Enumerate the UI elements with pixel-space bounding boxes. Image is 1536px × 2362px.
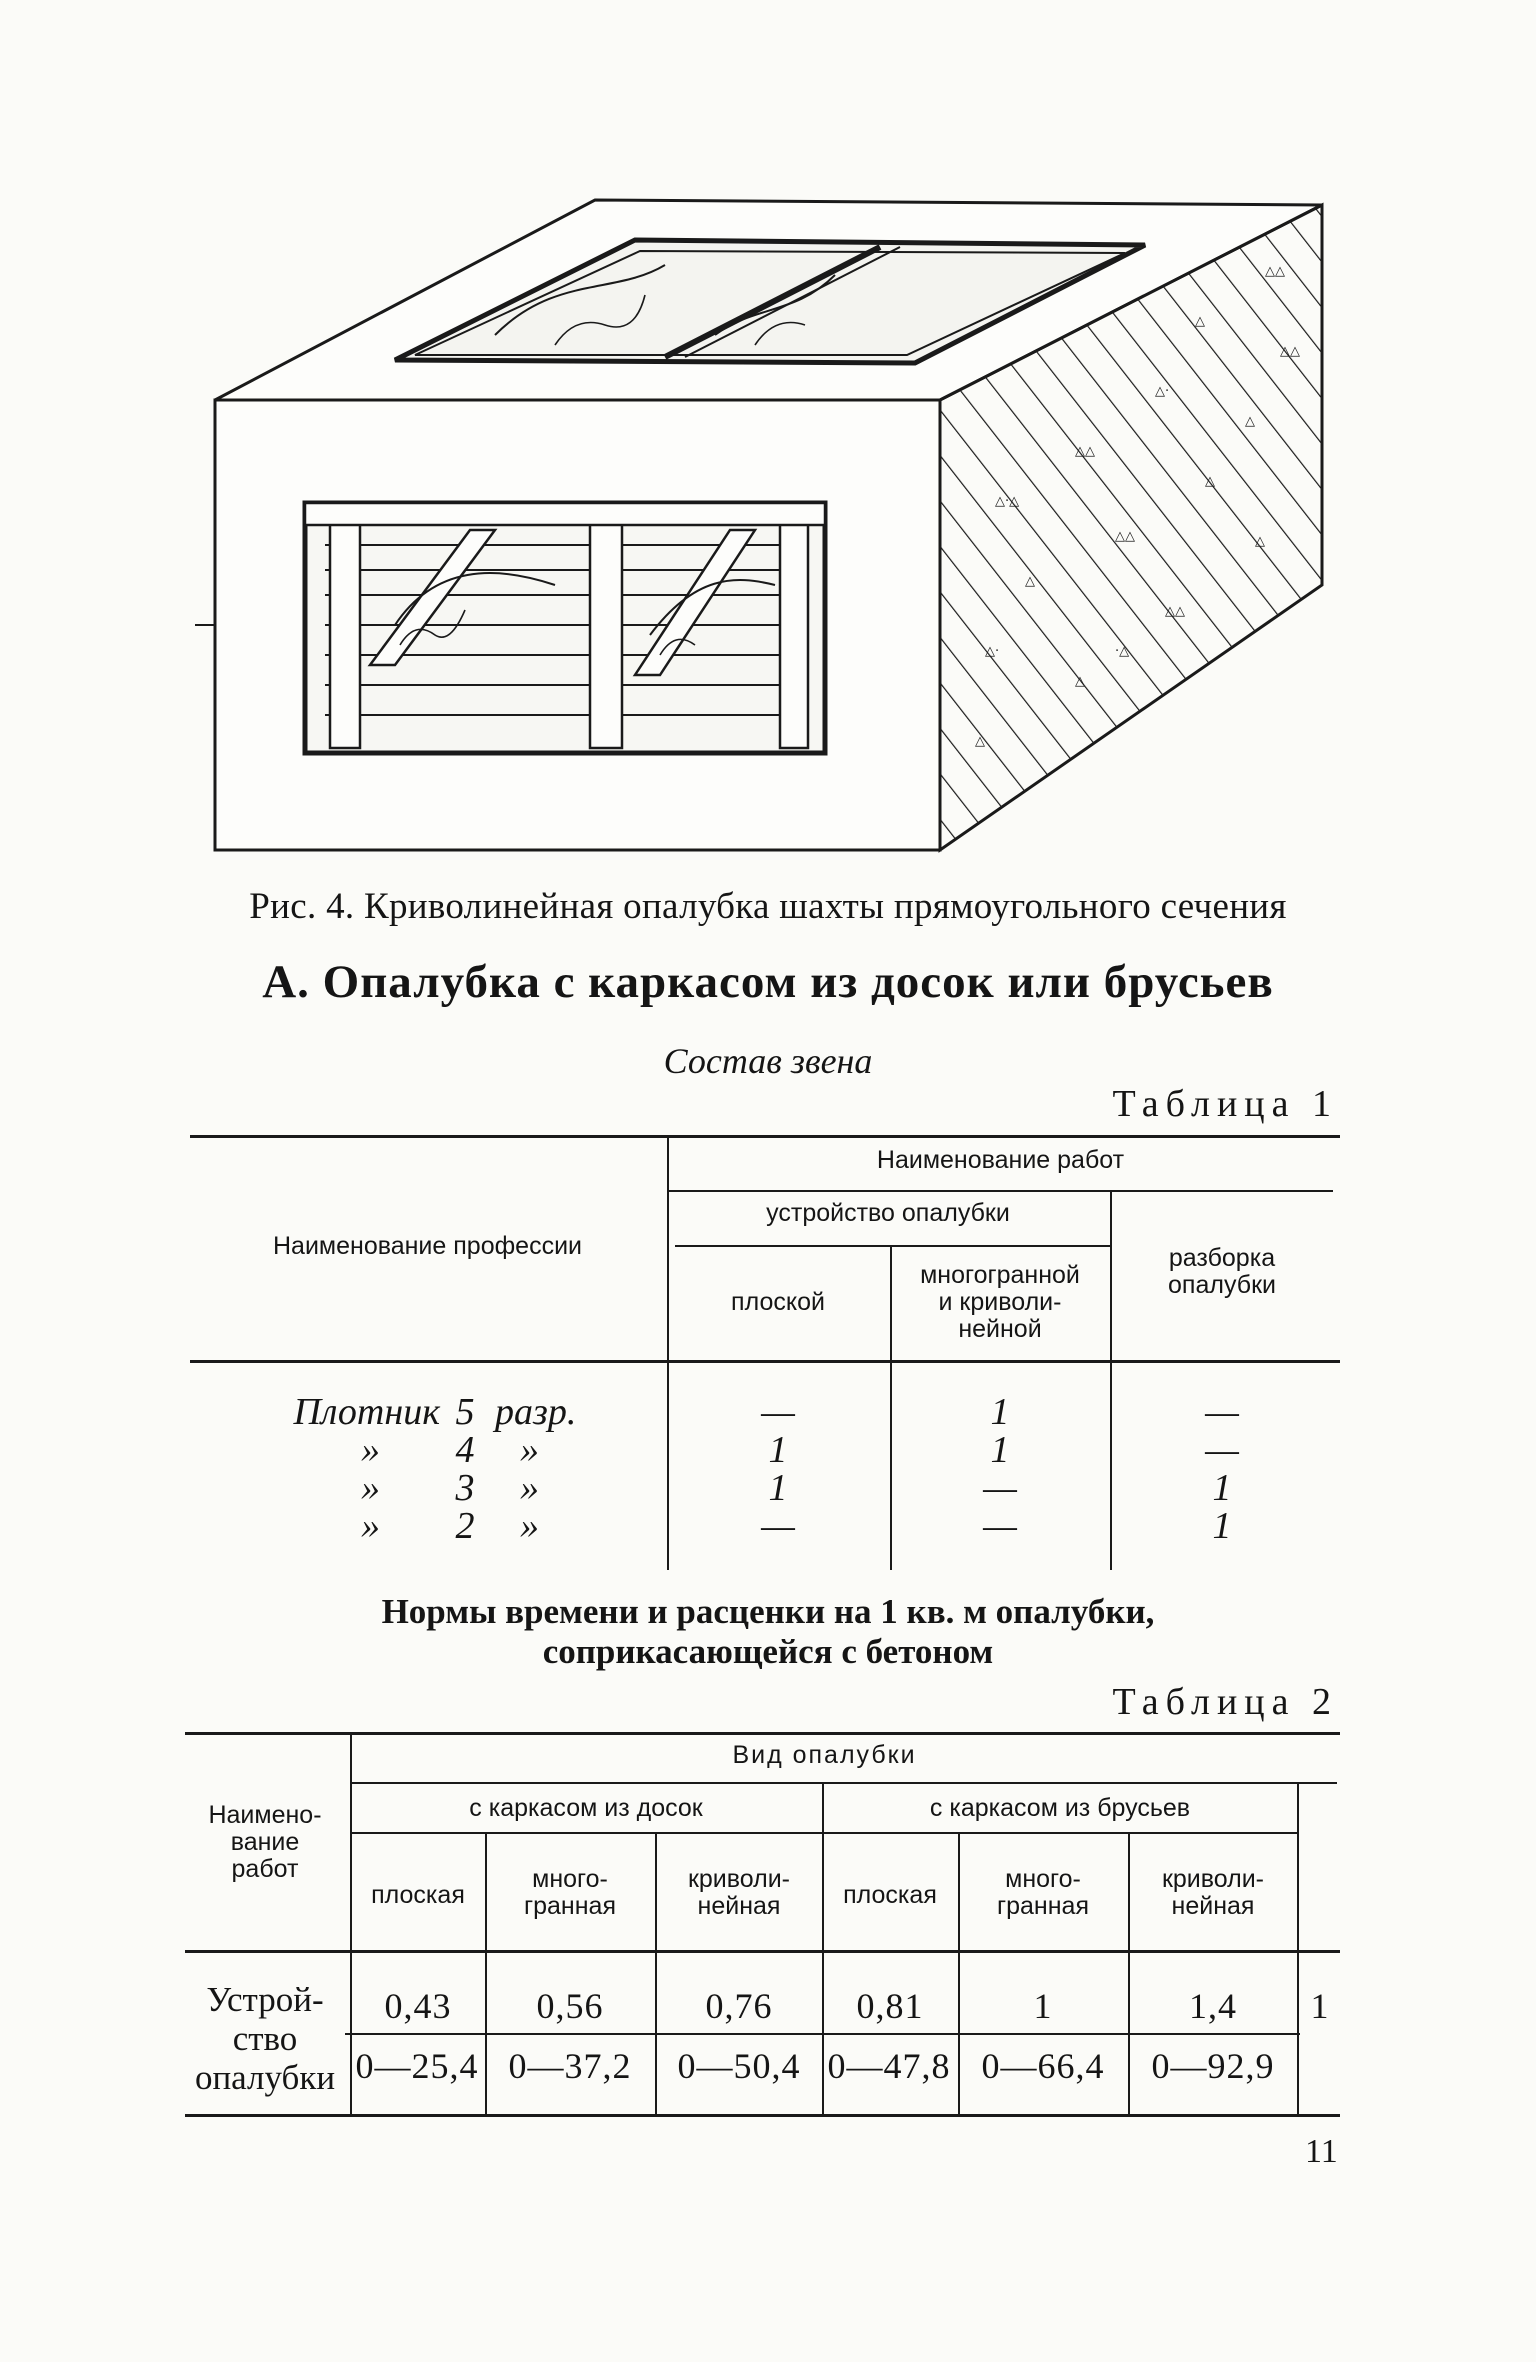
table2-col-flat-boards: плоская bbox=[371, 1881, 465, 1909]
table1-header-profession: Наименование профессии bbox=[273, 1232, 582, 1260]
shaft-formwork-drawing: △△△△△ △·△△△ △△·△△△ △△△△ △·△△△ △△△·△ bbox=[195, 198, 1324, 853]
svg-text:△: △ bbox=[1205, 474, 1215, 489]
formwork-illustration: △△△△△ △·△△△ △△·△△△ △△△△ △·△△△ △△△·△ bbox=[195, 185, 1340, 860]
table2-col-curved-beams: криволи- нейная bbox=[1161, 1865, 1265, 1920]
table1-header-dismantling: разборка опалубки bbox=[1168, 1244, 1276, 1299]
svg-text:△△: △△ bbox=[1265, 264, 1285, 279]
table2-row-index: 1 bbox=[1310, 1986, 1330, 2026]
table2-header-work-name: Наимено- вание работ bbox=[208, 1801, 322, 1883]
page-number: 11 bbox=[1305, 2133, 1338, 2170]
svg-text:△: △ bbox=[975, 734, 985, 749]
svg-text:△: △ bbox=[1075, 674, 1085, 689]
table1-header-installation: устройство опалубки bbox=[766, 1199, 1010, 1227]
table2-header-boards: с каркасом из досок bbox=[469, 1794, 703, 1822]
svg-text:△△: △△ bbox=[1165, 604, 1185, 619]
svg-text:△: △ bbox=[1195, 314, 1205, 329]
table1-subtitle: Состав звена bbox=[663, 1041, 873, 1081]
svg-text:△·△: △·△ bbox=[995, 494, 1019, 509]
svg-text:△·: △· bbox=[1155, 384, 1169, 399]
svg-text:△△: △△ bbox=[1075, 444, 1095, 459]
table2-col-curved-boards: криволи- нейная bbox=[687, 1865, 791, 1920]
table1-header-multi: многогранной и криволи- нейной bbox=[920, 1261, 1080, 1343]
svg-text:△: △ bbox=[1255, 534, 1265, 549]
table2-row-name: Устрой- ство опалубки bbox=[194, 1980, 336, 2098]
svg-text:△△: △△ bbox=[1280, 344, 1300, 359]
svg-text:△△: △△ bbox=[1195, 694, 1215, 709]
table2-header-type: Вид опалубки bbox=[732, 1741, 917, 1769]
table1-header-works: Наименование работ bbox=[876, 1146, 1125, 1174]
svg-text:△△: △△ bbox=[1115, 529, 1135, 544]
table2-title: Нормы времени и расценки на 1 кв. м опал… bbox=[381, 1592, 1155, 1672]
table2-col-flat-beams: плоская bbox=[843, 1881, 937, 1909]
table2-header-beams: с каркасом из брусьев bbox=[929, 1794, 1191, 1822]
table2-col-multi-boards: много- гранная bbox=[524, 1865, 616, 1920]
svg-text:△: △ bbox=[1025, 574, 1035, 589]
svg-text:△△: △△ bbox=[1045, 784, 1065, 799]
table2-label: Таблица 2 bbox=[1112, 1681, 1338, 1723]
svg-text:·△: ·△ bbox=[1115, 644, 1129, 659]
section-title: А. Опалубка с каркасом из досок или брус… bbox=[262, 956, 1274, 1008]
table2-col-multi-beams: много- гранная bbox=[997, 1865, 1089, 1920]
table1-header-flat: плоской bbox=[731, 1288, 825, 1316]
table1-label: Таблица 1 bbox=[1112, 1083, 1338, 1125]
svg-text:△: △ bbox=[1245, 414, 1255, 429]
svg-text:△·: △· bbox=[985, 644, 999, 659]
figure-caption: Рис. 4. Криволинейная опалубка шахты пря… bbox=[249, 886, 1287, 927]
